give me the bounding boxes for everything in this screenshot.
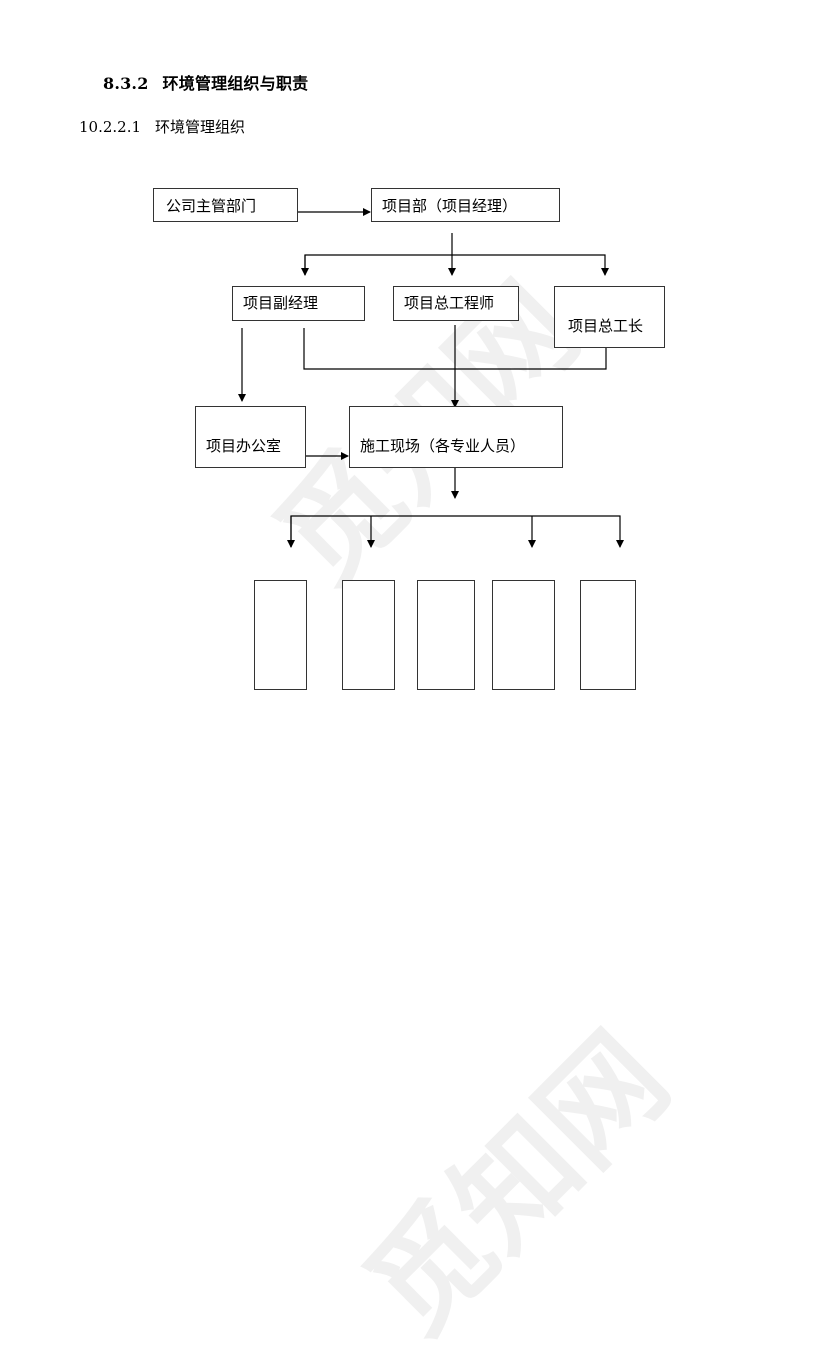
node-project-dept: 项目部（项目经理）	[371, 188, 560, 222]
empty-node	[254, 580, 307, 690]
node-label: 项目总工长	[568, 317, 644, 335]
org-chart-connectors	[238, 208, 624, 548]
section-title: 环境管理组织与职责	[162, 74, 309, 93]
empty-node	[492, 580, 555, 690]
node-chief-engineer: 项目总工程师	[393, 286, 519, 321]
empty-node	[417, 580, 475, 690]
section-number: 8.3.2	[103, 74, 149, 93]
node-label: 项目部（项目经理）	[382, 197, 518, 215]
node-label: 项目办公室	[206, 437, 282, 455]
empty-node	[342, 580, 395, 690]
node-company-dept: 公司主管部门	[153, 188, 298, 222]
sub-heading-title: 环境管理组织	[155, 118, 246, 136]
node-label: 施工现场（各专业人员）	[360, 437, 526, 455]
node-label: 公司主管部门	[166, 197, 257, 215]
sub-heading-number: 10.2.2.1	[79, 118, 142, 136]
sub-heading: 10.2.2.1 环境管理组织	[79, 116, 245, 137]
node-label: 项目副经理	[243, 294, 319, 312]
section-heading: 8.3.2 环境管理组织与职责	[103, 70, 308, 94]
node-chief-foreman: 项目总工长	[554, 286, 665, 348]
node-deputy-manager: 项目副经理	[232, 286, 365, 321]
empty-node	[580, 580, 636, 690]
node-label: 项目总工程师	[404, 294, 495, 312]
node-project-office: 项目办公室	[195, 406, 306, 468]
node-construction-site: 施工现场（各专业人员）	[349, 406, 563, 468]
